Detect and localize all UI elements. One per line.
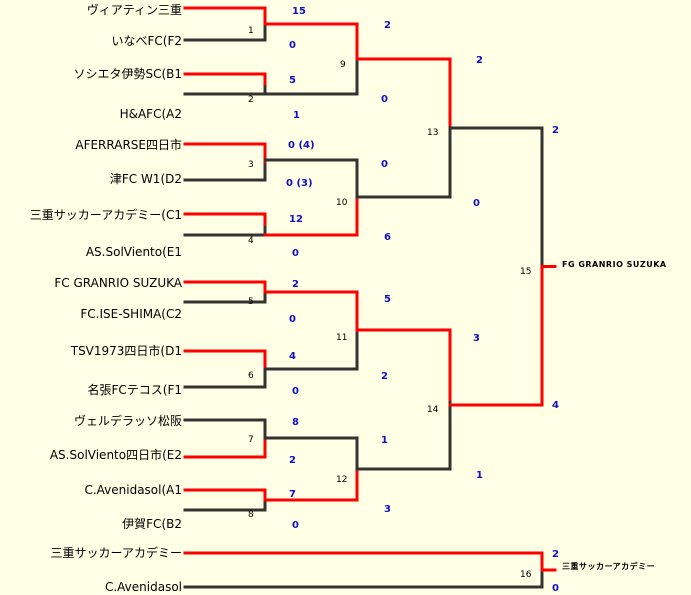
score: 2 xyxy=(289,455,296,466)
match-number: 7 xyxy=(248,435,254,445)
match-number: 13 xyxy=(427,128,439,138)
team-name: 三重サッカーアカデミー(C1 xyxy=(29,208,182,222)
team-name: TSV1973四日市(D1 xyxy=(70,344,182,358)
score: 0 xyxy=(289,40,296,51)
score: 2 xyxy=(381,371,388,382)
match-number: 14 xyxy=(427,405,439,415)
score: 0 xyxy=(381,94,388,105)
match-number: 8 xyxy=(248,510,254,520)
third-place-winner-label: 三重サッカーアカデミー xyxy=(562,562,656,571)
match-number: 6 xyxy=(248,371,254,381)
score: 0 xyxy=(552,583,559,594)
match-number: 1 xyxy=(248,26,254,36)
team-name: いなべFC(F2 xyxy=(111,34,182,48)
match-number: 12 xyxy=(336,475,348,485)
match-number: 16 xyxy=(520,570,532,580)
team-name: C.Avenidasol xyxy=(104,580,182,594)
score: 5 xyxy=(289,75,296,86)
team-name: ヴェルデラッソ松阪 xyxy=(73,414,182,428)
score: 3 xyxy=(473,333,480,344)
match-number: 15 xyxy=(520,267,532,277)
score: 0 xyxy=(289,314,296,325)
score: 0 xyxy=(381,159,388,170)
match-number: 2 xyxy=(248,95,254,105)
team-name: FC.ISE-SHIMA(C2 xyxy=(80,307,182,321)
score: 0 (3) xyxy=(286,178,313,189)
score: 1 xyxy=(476,470,483,481)
team-name: 名張FCテコス(F1 xyxy=(87,383,182,397)
score: 6 xyxy=(384,232,391,243)
team-name: ヴィアティン三重 xyxy=(86,3,182,17)
score: 2 xyxy=(552,549,559,560)
score: 7 xyxy=(289,489,296,500)
score: 2 xyxy=(476,55,483,66)
score: 3 xyxy=(384,504,391,515)
team-name: AS.SolViento四日市(E2 xyxy=(49,448,182,462)
match-number: 10 xyxy=(336,198,348,208)
score: 4 xyxy=(552,400,559,411)
score: 0 xyxy=(292,248,299,259)
score: 1 xyxy=(381,435,388,446)
score: 0 xyxy=(292,520,299,531)
match-number: 3 xyxy=(248,160,254,170)
team-name: C.Avenidasol(A1 xyxy=(84,483,182,497)
team-name: FC GRANRIO SUZUKA xyxy=(54,276,182,290)
score: 2 xyxy=(292,279,299,290)
team-name: 伊賀FC(B2 xyxy=(122,517,182,531)
match-number: 5 xyxy=(248,297,254,307)
team-name: ソシエタ伊勢SC(B1 xyxy=(73,67,182,81)
match-number: 11 xyxy=(336,333,348,343)
team-name: 津FC W1(D2 xyxy=(109,172,182,186)
team-name: AFERRARSE四日市 xyxy=(75,138,182,152)
match-number: 9 xyxy=(340,60,346,70)
score: 2 xyxy=(552,125,559,136)
score: 4 xyxy=(289,351,296,362)
match-number: 4 xyxy=(248,236,254,246)
score: 5 xyxy=(384,294,391,305)
score: 15 xyxy=(292,6,306,17)
final-winner-label: FG GRANRIO SUZUKA xyxy=(562,260,667,269)
team-name: AS.SolViento(E1 xyxy=(85,245,182,259)
team-name: 三重サッカーアカデミー xyxy=(50,546,182,560)
score: 8 xyxy=(292,417,299,428)
score: 0 (4) xyxy=(288,140,315,151)
score: 1 xyxy=(293,110,300,121)
score: 0 xyxy=(473,198,480,209)
score: 0 xyxy=(292,386,299,397)
score: 12 xyxy=(289,214,303,225)
score: 2 xyxy=(384,20,391,31)
team-name: H&AFC(A2 xyxy=(119,107,182,121)
